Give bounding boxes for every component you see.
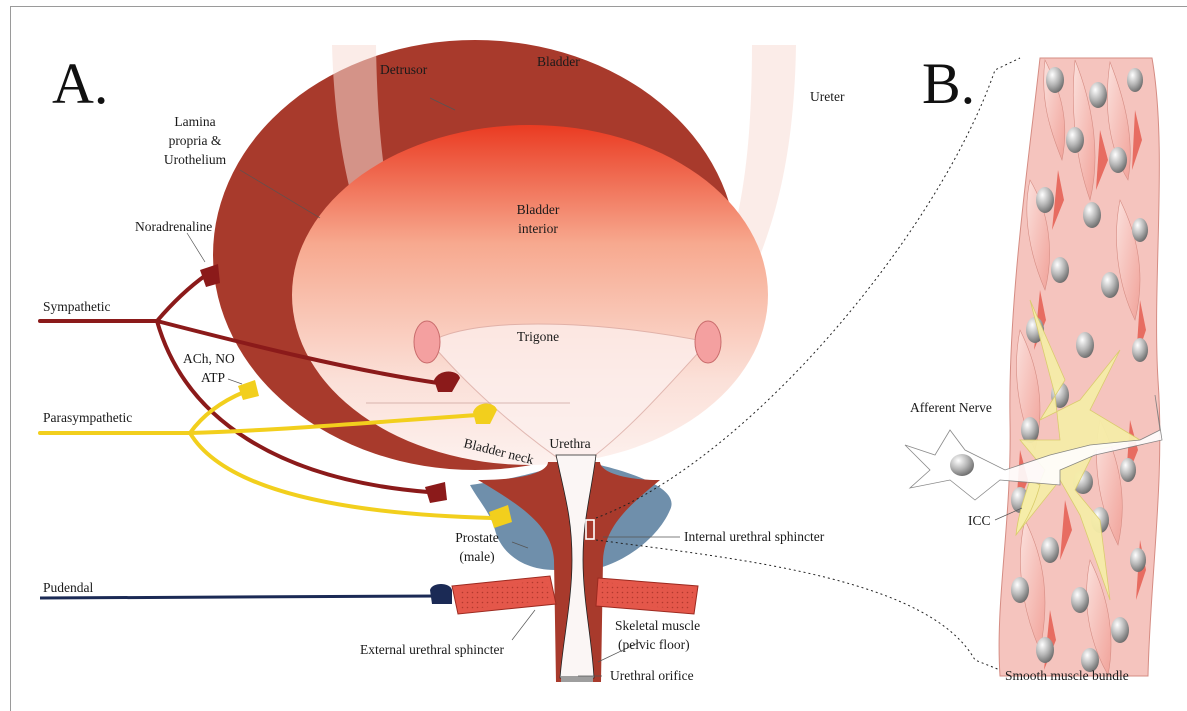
parasympathetic-terminal-1: [238, 380, 259, 400]
lamina-label-1: Lamina: [174, 114, 215, 129]
lamina-label-3: Urothelium: [164, 152, 227, 167]
skeletal-muscle-label-1: Skeletal muscle: [615, 618, 700, 633]
urethral-orifice-label: Urethral orifice: [610, 668, 694, 683]
left-ureteric-orifice: [414, 321, 440, 363]
panel-a-label: A.: [52, 51, 108, 116]
prostate-label-1: Prostate: [455, 530, 499, 545]
bladder-label: Bladder: [537, 54, 580, 69]
detrusor-label: Detrusor: [380, 62, 428, 77]
lamina-label-2: propria &: [169, 133, 222, 148]
prostate-label-2: (male): [459, 549, 494, 564]
urethra-label: Urethra: [549, 436, 590, 451]
skeletal-muscle-label-2: (pelvic floor): [618, 637, 690, 652]
afferent-nerve-nucleus: [950, 454, 974, 476]
sympathetic-terminal-3: [425, 482, 447, 503]
internal-sphincter-label: Internal urethral sphincter: [684, 529, 825, 544]
pudendal-nerve: [40, 596, 440, 598]
pudendal-label: Pudendal: [43, 580, 93, 595]
atp-label: ATP: [201, 370, 225, 385]
smooth-muscle-bundle-label: Smooth muscle bundle: [1005, 668, 1129, 683]
smooth-muscle-bundle: [999, 58, 1160, 676]
pudendal-terminal: [430, 584, 452, 604]
icc-label: ICC: [968, 513, 991, 528]
ach-no-label: ACh, NO: [183, 351, 235, 366]
afferent-nerve-label: Afferent Nerve: [910, 400, 992, 415]
urethral-orifice-mark: [561, 676, 593, 682]
bladder-interior-label-2: interior: [518, 221, 558, 236]
ureter-label: Ureter: [810, 89, 845, 104]
right-ureteric-orifice: [695, 321, 721, 363]
sympathetic-label: Sympathetic: [43, 299, 111, 314]
bladder-interior-label-1: Bladder: [517, 202, 560, 217]
sympathetic-terminal-1: [200, 264, 220, 287]
external-sphincter-label: External urethral sphincter: [360, 642, 504, 657]
parasympathetic-label: Parasympathetic: [43, 410, 132, 425]
panel-b-label: B.: [922, 51, 975, 116]
trigone-label: Trigone: [517, 329, 559, 344]
noradrenaline-label: Noradrenaline: [135, 219, 212, 234]
